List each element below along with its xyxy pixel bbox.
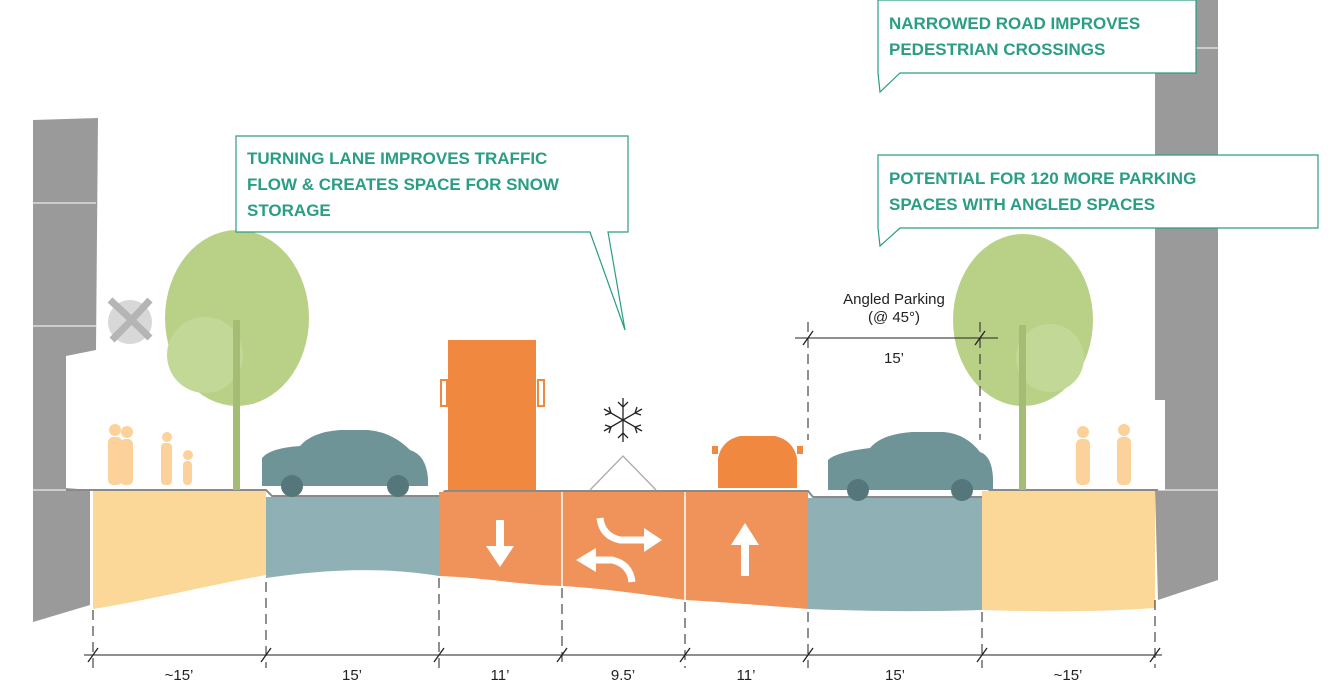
- snow-storage-mound: [589, 455, 657, 491]
- callout-turning-lane-line-1: TURNING LANE IMPROVES TRAFFIC: [247, 149, 547, 168]
- angled-parking-label: Angled Parking: [843, 291, 945, 308]
- street-segments: [93, 491, 1155, 612]
- bottom-dimension-line: [84, 578, 1162, 668]
- two-way-turn-arrows-heads: [576, 528, 662, 572]
- dimension-sidewalk-right: ~15’: [1054, 667, 1083, 683]
- callout-turning-lane: TURNING LANE IMPROVES TRAFFIC FLOW & CRE…: [235, 135, 629, 331]
- snowflake-icon: [603, 398, 643, 442]
- callout-parking-line-1: POTENTIAL FOR 120 MORE PARKING: [889, 169, 1196, 188]
- segment-parking-left: [266, 497, 439, 578]
- callout-narrowed-road-line-2: PEDESTRIAN CROSSINGS: [889, 40, 1105, 59]
- callout-parking: POTENTIAL FOR 120 MORE PARKING SPACES WI…: [877, 154, 1319, 248]
- segment-sidewalk-left: [93, 491, 266, 609]
- segment-angled-parking-right: [808, 498, 982, 612]
- dimension-travel-lane-southbound: 11’: [491, 667, 510, 683]
- arrow-down-icon: [486, 520, 514, 567]
- segment-sidewalk-right: [982, 491, 1155, 612]
- angled-parking-angle: (@ 45°): [868, 309, 920, 326]
- dimension-turning-lane: 9.5’: [611, 667, 635, 683]
- callout-turning-lane-line-2: FLOW & CREATES SPACE FOR SNOW: [247, 175, 560, 194]
- arrow-up-icon: [731, 523, 759, 576]
- bottom-dimension-labels: ~15’ 15’ 11’ 9.5’ 11’ 15’ ~15’: [165, 667, 1083, 683]
- dimension-angled-parking-right: 15’: [885, 667, 905, 683]
- pedestrians-left: [108, 424, 193, 485]
- building-right: [1155, 0, 1218, 600]
- segment-turning-lane: [562, 492, 685, 600]
- car-angled-parking: [828, 432, 993, 501]
- tree-right: [953, 234, 1093, 490]
- two-way-turn-arrows-icon: [590, 517, 648, 583]
- angled-parking-dimension: Angled Parking (@ 45°) 15’: [795, 291, 998, 440]
- truck-southbound: [440, 340, 545, 490]
- storefront-sign-icon: [107, 297, 153, 344]
- angled-parking-width: 15’: [884, 350, 904, 367]
- dimension-sidewalk-left: ~15’: [165, 667, 194, 683]
- building-left: [33, 118, 98, 622]
- car-northbound: [712, 436, 803, 488]
- callout-parking-line-2: SPACES WITH ANGLED SPACES: [889, 195, 1155, 214]
- callout-turning-lane-line-3: STORAGE: [247, 201, 331, 220]
- pedestrians-right: [1076, 424, 1131, 485]
- callout-narrowed-road: NARROWED ROAD IMPROVES PEDESTRIAN CROSSI…: [877, 0, 1197, 94]
- callout-narrowed-road-line-1: NARROWED ROAD IMPROVES: [889, 14, 1140, 33]
- dimension-parking-left: 15’: [342, 667, 362, 683]
- tree-left: [165, 230, 309, 490]
- dimension-travel-lane-northbound: 11’: [737, 667, 756, 683]
- car-parked-left: [262, 430, 428, 497]
